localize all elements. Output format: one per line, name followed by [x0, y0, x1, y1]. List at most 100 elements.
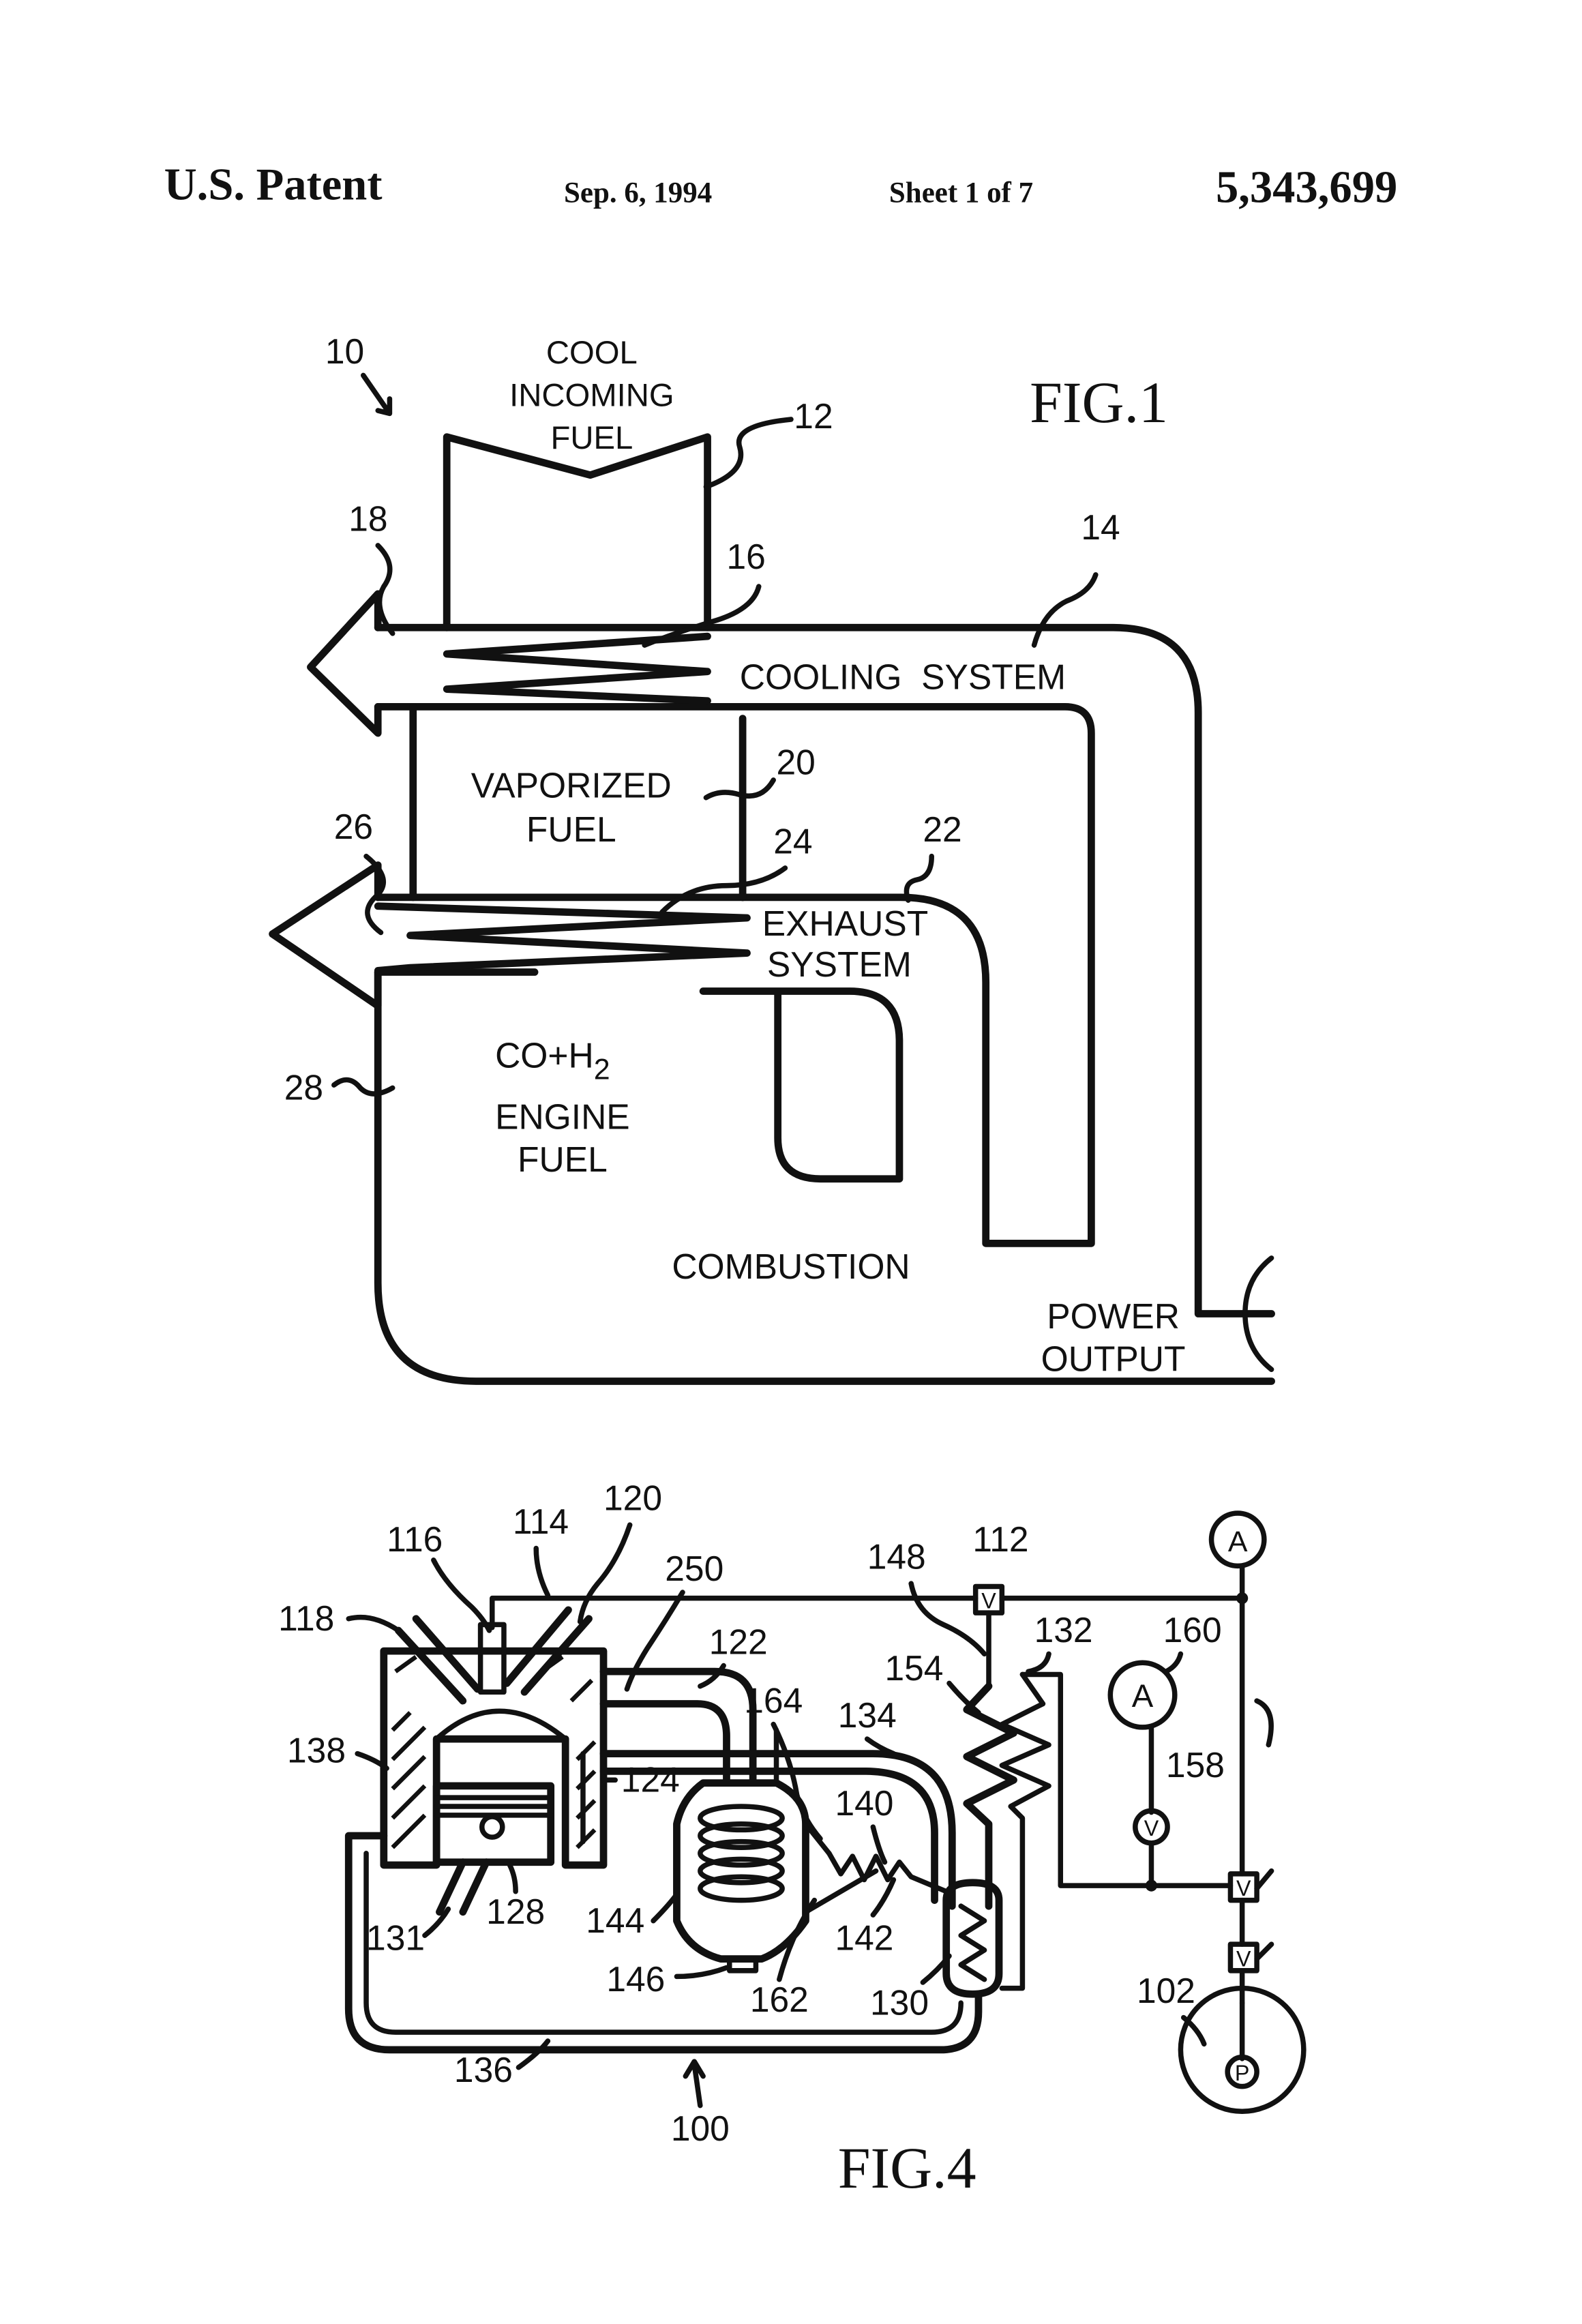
bus-valve-upper-symbol: V [1236, 1876, 1251, 1901]
ref-131: 131 [366, 1918, 425, 1958]
figure-4: FIG.4 A V [278, 1478, 1304, 2201]
ref-118: 118 [278, 1598, 334, 1638]
label-engine-fuel-formula: CO+H2 [495, 1035, 610, 1086]
voltmeter-158-symbol: V [1144, 1816, 1159, 1841]
cool-incoming-fuel-box [447, 437, 707, 628]
ref-26: 26 [334, 807, 373, 846]
ref-14-leader [1034, 575, 1096, 645]
ref-114-leader [536, 1549, 548, 1596]
ref-18: 18 [348, 498, 387, 538]
ref-130: 130 [870, 1982, 929, 2022]
figure-1-title: FIG.1 [1030, 370, 1168, 435]
header-date: Sep. 6, 1994 [564, 177, 712, 209]
ref-160: 160 [1163, 1610, 1222, 1650]
ref-120: 120 [603, 1478, 662, 1518]
header-patent-label: U.S. Patent [164, 160, 383, 209]
ref-28: 28 [284, 1068, 323, 1107]
ref-12: 12 [794, 396, 833, 436]
ref-118-leader [348, 1618, 398, 1630]
figure-4-title: FIG.4 [838, 2135, 976, 2201]
ref-20: 20 [777, 742, 816, 781]
valve-112-symbol: V [981, 1589, 996, 1613]
label-power-output-2: OUTPUT [1041, 1339, 1186, 1378]
pump-102-symbol: P [1235, 2061, 1249, 2085]
vaporizer-132 [1002, 1674, 1049, 1988]
reactor-vessel [676, 1783, 805, 1959]
label-cool-incoming-fuel-3: FUEL [550, 420, 633, 456]
ref-138: 138 [287, 1730, 346, 1770]
label-exhaust-system-2: SYSTEM [767, 944, 912, 984]
ref-134: 134 [838, 1695, 897, 1735]
ref-100-arrow [685, 2061, 703, 2106]
ref-10: 10 [325, 331, 364, 371]
label-cooling-system: COOLING SYSTEM [740, 657, 1066, 697]
ref-122: 122 [709, 1622, 768, 1661]
cooling-arrow [310, 594, 378, 733]
ref-22-leader [906, 856, 931, 901]
ref-28-leader [334, 1079, 393, 1094]
header-patent-number: 5,343,699 [1216, 163, 1397, 213]
bus-stubs [1257, 1701, 1271, 1958]
exhaust-arrow [273, 865, 378, 1006]
ref-148: 148 [867, 1537, 926, 1577]
reactor-coil-144 [700, 1806, 782, 1901]
heat-exchanger-16 [447, 636, 707, 701]
ref-250: 250 [665, 1549, 723, 1588]
ref-14: 14 [1081, 507, 1120, 547]
ref-136-leader [518, 2041, 548, 2068]
label-vaporized-fuel-2: FUEL [526, 809, 616, 849]
ref-24: 24 [773, 821, 812, 861]
ref-114: 114 [513, 1502, 569, 1541]
ref-162-leader [779, 1901, 815, 1980]
ref-112: 112 [972, 1519, 1028, 1559]
ref-128: 128 [486, 1892, 545, 1931]
ref-132-leader [1028, 1654, 1049, 1671]
ref-136: 136 [454, 2050, 513, 2089]
bus-node-top [1236, 1592, 1248, 1604]
ref-22: 22 [923, 809, 961, 849]
ref-102-leader [1184, 2018, 1204, 2044]
ref-16: 16 [726, 537, 765, 576]
ref-146: 146 [606, 1959, 665, 1999]
label-combustion: COMBUSTION [672, 1247, 910, 1286]
figure-1: FIG.1 COOL INCOMING FUEL COOLING SYSTEM … [273, 331, 1272, 1381]
label-exhaust-system-1: EXHAUST [762, 904, 928, 943]
piston-rings [436, 1798, 551, 1815]
ref-160-leader [1166, 1654, 1180, 1671]
ref-116-leader [434, 1560, 490, 1630]
heat-exchanger-130-coil [961, 1906, 984, 1980]
top-ammeter-symbol: A [1228, 1525, 1248, 1558]
ref-140: 140 [835, 1783, 893, 1823]
ref-10-arrow [363, 375, 390, 413]
ammeter-160-symbol: A [1132, 1678, 1154, 1714]
bus-valve-lower-symbol: V [1236, 1946, 1251, 1971]
connecting-rod-131 [439, 1862, 486, 1912]
ref-132: 132 [1034, 1610, 1093, 1650]
exhaust-inner-loop [378, 972, 899, 1179]
ref-124: 124 [621, 1759, 680, 1799]
ref-100: 100 [671, 2109, 730, 2148]
ref-142-leader [873, 1880, 893, 1916]
ref-116: 116 [387, 1519, 443, 1559]
ref-154: 154 [884, 1648, 943, 1688]
label-cool-incoming-fuel-1: COOL [546, 335, 638, 371]
line-162 [805, 1871, 876, 1912]
ref-162: 162 [750, 1980, 809, 2019]
header-sheet-number: Sheet 1 of 7 [889, 177, 1033, 209]
ref-128-leader [510, 1865, 516, 1892]
spark-plug-116 [481, 1624, 504, 1692]
ref-102: 102 [1137, 1971, 1195, 2010]
node-158 [1146, 1880, 1157, 1892]
label-cool-incoming-fuel-2: INCOMING [509, 378, 674, 414]
ref-146-leader [676, 1968, 726, 1977]
ref-144: 144 [586, 1901, 644, 1940]
label-power-output-1: POWER [1047, 1296, 1180, 1336]
ref-12-leader [706, 419, 791, 487]
label-engine-fuel-2: FUEL [518, 1139, 608, 1179]
engine-block [384, 1651, 603, 1865]
ref-120-leader [580, 1525, 630, 1622]
sheet-header: U.S. Patent Sep. 6, 1994 Sheet 1 of 7 5,… [164, 160, 1398, 212]
ref-164: 164 [744, 1680, 803, 1720]
label-vaporized-fuel-1: VAPORIZED [471, 766, 672, 805]
